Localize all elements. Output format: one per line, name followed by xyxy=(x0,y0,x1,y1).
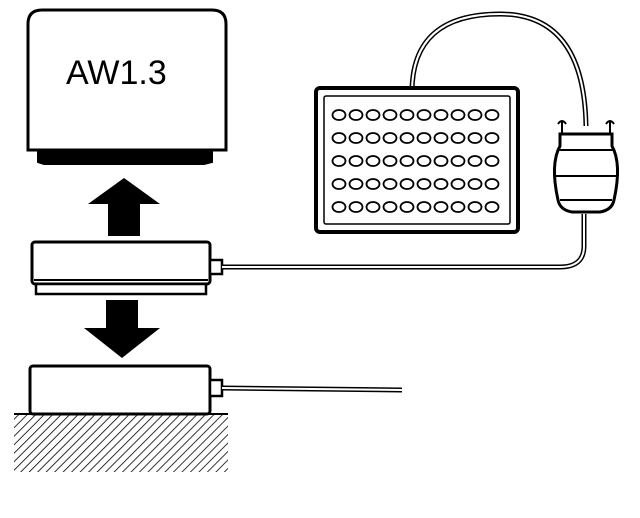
bottom-probe-body xyxy=(28,364,212,416)
keypad-button xyxy=(348,201,364,213)
keypad-button xyxy=(399,109,415,121)
keypad-button xyxy=(450,178,466,190)
keypad-button xyxy=(331,178,347,190)
display-monitor: AW1.3 xyxy=(26,8,228,165)
keypad-button xyxy=(382,155,398,167)
keypad-button xyxy=(365,201,381,213)
keypad-button xyxy=(382,178,398,190)
keypad-button xyxy=(348,109,364,121)
pendant-unit xyxy=(553,120,619,214)
keypad-button xyxy=(433,178,449,190)
keypad-button xyxy=(450,201,466,213)
keypad-button xyxy=(348,178,364,190)
keypad-button xyxy=(416,132,432,144)
keypad-button xyxy=(416,155,432,167)
middle-probe-foot xyxy=(34,282,208,296)
keypad-button xyxy=(382,109,398,121)
keypad-button xyxy=(484,132,500,144)
keypad-button xyxy=(467,201,483,213)
middle-probe-connector xyxy=(208,258,224,276)
keypad-button xyxy=(467,178,483,190)
keypad-button xyxy=(450,109,466,121)
keypad-button xyxy=(399,132,415,144)
keypad-button xyxy=(467,132,483,144)
keypad-button xyxy=(433,201,449,213)
keypad-button xyxy=(484,201,500,213)
keypad-button xyxy=(365,132,381,144)
keypad-button xyxy=(348,132,364,144)
middle-sensor-probe xyxy=(30,240,224,296)
keypad-button xyxy=(484,109,500,121)
keypad-button xyxy=(450,132,466,144)
down-arrow-icon xyxy=(84,300,160,358)
keypad-button xyxy=(484,155,500,167)
keypad-button xyxy=(331,132,347,144)
keypad-button xyxy=(331,155,347,167)
keypad-button xyxy=(399,201,415,213)
keypad-button xyxy=(331,109,347,121)
keypad-button xyxy=(365,109,381,121)
keypad-panel xyxy=(314,86,520,234)
keypad-button xyxy=(382,201,398,213)
monitor-reading: AW1.3 xyxy=(66,54,167,92)
keypad-button xyxy=(348,155,364,167)
keypad-button xyxy=(365,155,381,167)
monitor-screen xyxy=(26,8,228,152)
keypad-button xyxy=(331,201,347,213)
up-arrow-icon xyxy=(88,178,160,236)
bottom-probe-connector xyxy=(208,378,224,398)
keypad-button xyxy=(416,109,432,121)
bottom-sensor-probe xyxy=(28,364,224,416)
keypad-button xyxy=(416,178,432,190)
keypad-button xyxy=(484,178,500,190)
keypad-button xyxy=(467,109,483,121)
pendant-body xyxy=(553,132,619,214)
keypad-button-grid xyxy=(331,109,500,213)
keypad-button xyxy=(399,155,415,167)
hatched-ground-surface xyxy=(14,413,228,472)
keypad-button xyxy=(365,178,381,190)
keypad-button xyxy=(450,155,466,167)
keypad-button xyxy=(399,178,415,190)
keypad-button xyxy=(382,132,398,144)
keypad-button xyxy=(416,201,432,213)
middle-probe-body xyxy=(30,240,212,286)
keypad-button xyxy=(433,109,449,121)
keypad-button xyxy=(433,132,449,144)
keypad-button xyxy=(433,155,449,167)
keypad-button xyxy=(467,155,483,167)
